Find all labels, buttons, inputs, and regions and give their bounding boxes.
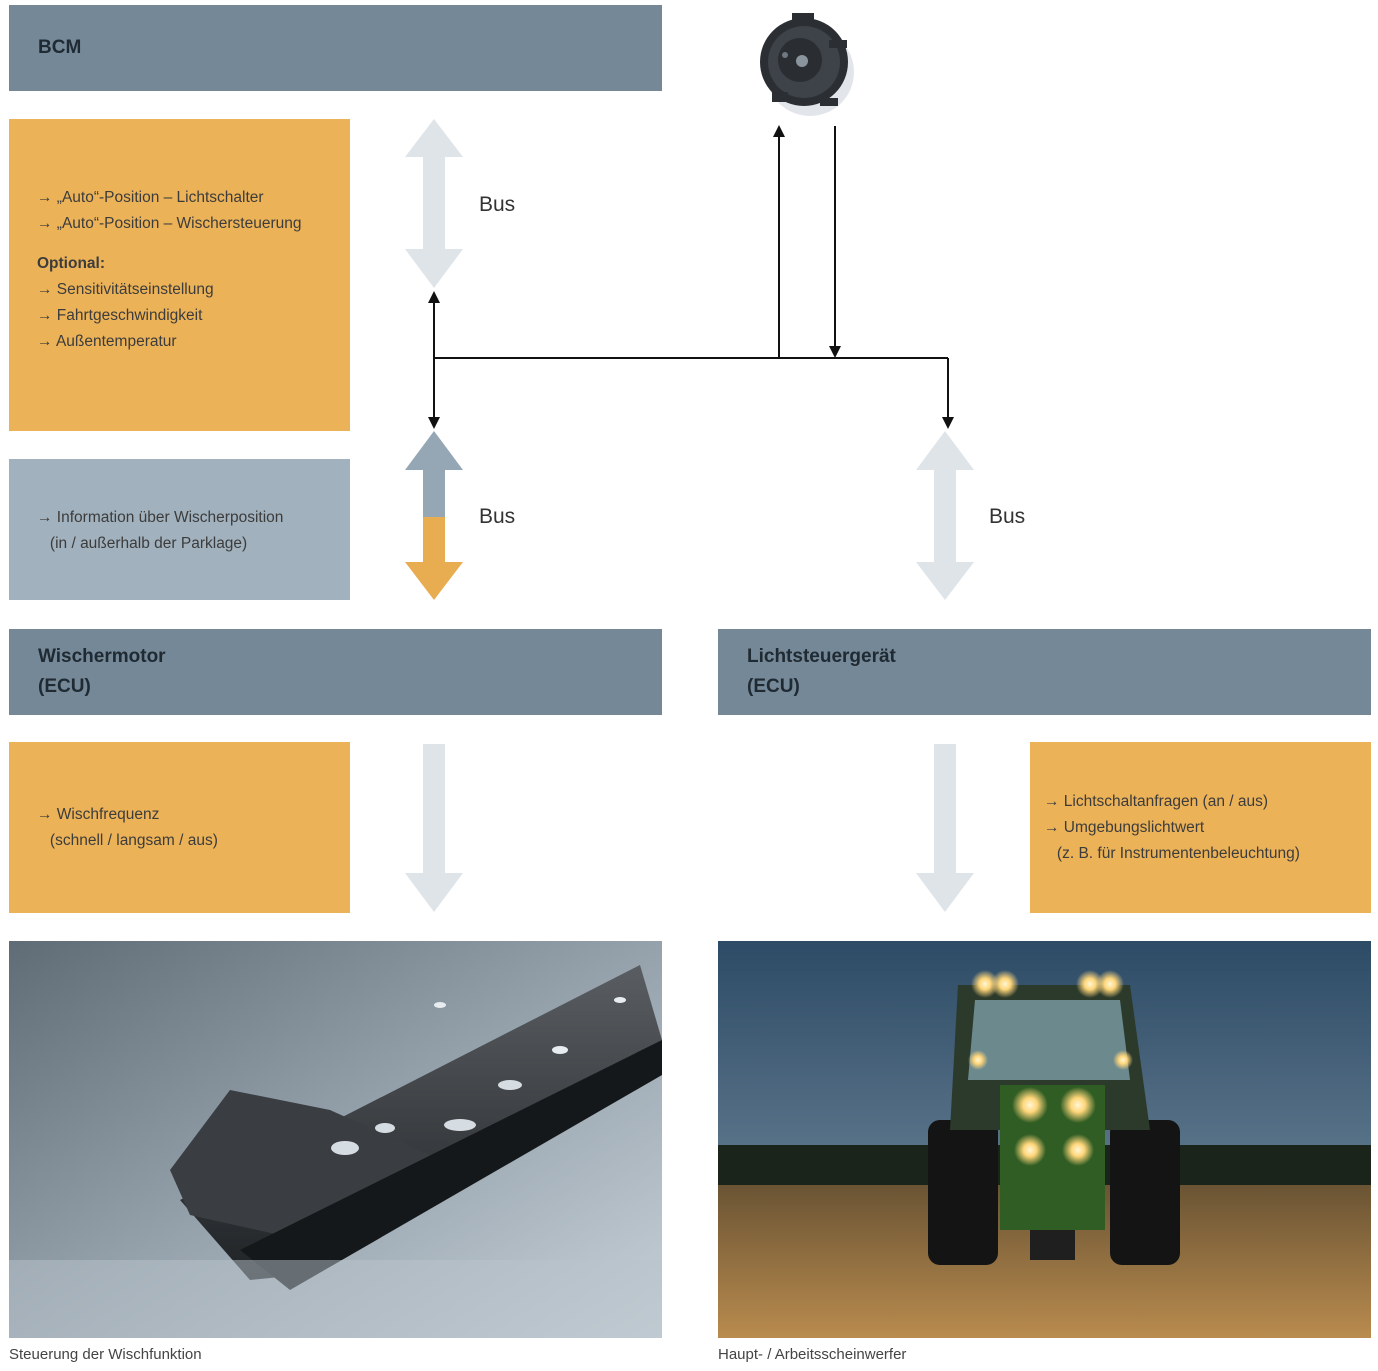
bus-arrow-top [405,119,463,288]
input-item: → „Auto“-Position – Wischersteuerung [37,215,302,232]
light-ecu-header: Lichtsteuergerät (ECU) [718,629,1371,715]
optional-item: → Fahrtgeschwindigkeit [37,307,203,324]
bus-label-middle-left: Bus [479,505,516,528]
bcm-inputs-box: → „Auto“-Position – Lichtschalter → „Aut… [9,119,350,431]
bus-arrow-light [916,431,974,600]
feedback-line: (in / außerhalb der Parklage) [37,535,248,552]
light-output-line: → Umgebungslichtwert [1044,819,1205,836]
bus-label-middle-right: Bus [989,505,1026,528]
wiper-blade-photo [9,941,662,1338]
wiper-output-box: → Wischfrequenz (schnell / langsam / aus… [9,742,350,913]
optional-item: → Sensitivitätseinstellung [37,281,214,298]
caption-wiper: Steuerung der Wischfunktion [9,1346,202,1363]
optional-label: Optional: [37,255,106,272]
down-arrow-light [916,744,974,912]
input-item: → „Auto“-Position – Lichtschalter [37,189,264,206]
connection-lines [428,125,954,429]
wiper-motor-subtitle: (ECU) [38,676,91,697]
bcm-header: BCM [9,5,662,91]
light-ecu-title: Lichtsteuergerät [747,646,896,667]
optional-item: → Außentemperatur [37,333,177,350]
caption-light: Haupt- / Arbeitsscheinwerfer [718,1346,907,1363]
light-output-line: (z. B. für Instrumentenbeleuchtung) [1044,845,1300,862]
light-ecu-subtitle: (ECU) [747,676,800,697]
wiper-output-line: (schnell / langsam / aus) [37,832,218,849]
bcm-title: BCM [38,37,82,58]
wiper-motor-title: Wischermotor [38,646,166,667]
wiper-output-line: → Wischfrequenz [37,806,160,823]
tractor-headlights-photo [718,941,1371,1338]
bus-label-top: Bus [479,193,516,216]
light-output-box: → Lichtschaltanfragen (an / aus) → Umgeb… [1030,742,1371,913]
feedback-line: → Information über Wischerposition [37,509,284,526]
rain-light-sensor-icon [760,13,854,116]
down-arrow-wiper [405,744,463,912]
light-output-line: → Lichtschaltanfragen (an / aus) [1044,793,1269,810]
bus-arrow-wiper [405,431,463,600]
wiper-motor-header: Wischermotor (ECU) [9,629,662,715]
wiper-feedback-box: → Information über Wischerposition (in /… [9,459,350,600]
